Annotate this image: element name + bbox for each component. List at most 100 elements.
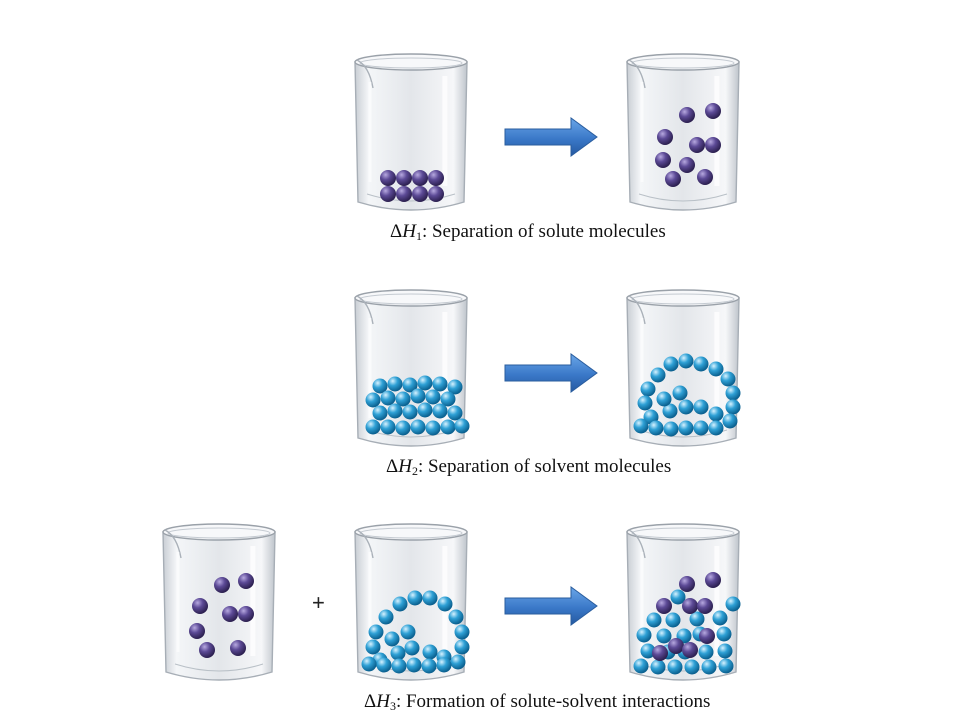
solvent-sphere-icon [648,420,664,436]
solvent-sphere-icon [717,643,733,659]
solute-sphere-icon [222,606,238,622]
particles-layer [189,103,741,675]
solute-sphere-icon [705,137,721,153]
solvent-sphere-icon [365,639,381,655]
solvent-sphere-icon [636,627,652,643]
step-subscript: 2 [411,464,418,478]
solute-sphere-icon [679,107,695,123]
arrows-layer [504,117,598,626]
delta-symbol: Δ [386,456,399,477]
beaker-icon [162,523,276,681]
solute-sphere-icon [652,645,668,661]
solvent-sphere-icon [417,402,433,418]
solute-sphere-icon [192,598,208,614]
solvent-sphere-icon [650,659,666,675]
beaker-icon [354,53,468,211]
solute-sphere-icon [655,152,671,168]
solvent-sphere-icon [693,399,709,415]
solvent-sphere-icon [368,624,384,640]
solvent-sphere-icon [672,385,688,401]
step-subscript: 1 [415,229,422,243]
solvent-sphere-icon [450,654,466,670]
solvent-sphere-icon [678,353,694,369]
solute-sphere-icon [705,572,721,588]
solvent-sphere-icon [372,405,388,421]
solvent-sphere-icon [390,645,406,661]
solvent-sphere-icon [667,659,683,675]
solvent-sphere-icon [410,419,426,435]
solvent-sphere-icon [406,657,422,673]
solvent-sphere-icon [365,392,381,408]
solvent-sphere-icon [391,658,407,674]
solvent-sphere-icon [425,420,441,436]
step-subscript: 3 [389,699,396,713]
solvent-sphere-icon [378,609,394,625]
solvent-sphere-icon [640,381,656,397]
enthalpy-variable: H [402,221,416,242]
solute-sphere-icon [199,642,215,658]
solute-sphere-icon [238,606,254,622]
solvent-sphere-icon [422,644,438,660]
solvent-sphere-icon [380,390,396,406]
solute-sphere-icon [412,170,428,186]
solvent-sphere-icon [725,399,741,415]
solute-sphere-icon [396,186,412,202]
solvent-sphere-icon [725,385,741,401]
solvent-sphere-icon [454,624,470,640]
solvent-sphere-icon [387,376,403,392]
solute-sphere-icon [697,169,713,185]
solute-sphere-icon [428,170,444,186]
caption-step-3: ΔH3: Formation of solute-solvent interac… [364,691,710,713]
solvent-sphere-icon [422,590,438,606]
solvent-sphere-icon [436,657,452,673]
solvent-sphere-icon [440,391,456,407]
solvent-sphere-icon [448,609,464,625]
solute-sphere-icon [682,642,698,658]
caption-step-1: ΔH1: Separation of solute molecules [390,221,666,243]
solvent-sphere-icon [447,405,463,421]
solvent-sphere-icon [701,659,717,675]
solvent-sphere-icon [387,403,403,419]
solute-sphere-icon [699,628,715,644]
solvent-sphere-icon [708,361,724,377]
solvent-sphere-icon [693,420,709,436]
solvent-sphere-icon [698,644,714,660]
solute-sphere-icon [230,640,246,656]
solvent-sphere-icon [447,379,463,395]
solvent-sphere-icon [402,404,418,420]
solvent-sphere-icon [410,388,426,404]
solute-sphere-icon [697,598,713,614]
solvent-sphere-icon [395,420,411,436]
solvent-sphere-icon [402,377,418,393]
enthalpy-variable: H [376,691,390,712]
beaker-icon [626,53,740,211]
solvent-sphere-icon [650,367,666,383]
solvent-sphere-icon [372,378,388,394]
solute-sphere-icon [668,638,684,654]
solute-sphere-icon [689,137,705,153]
solvent-sphere-icon [722,413,738,429]
solvent-sphere-icon [432,403,448,419]
solvent-sphere-icon [633,658,649,674]
solvent-sphere-icon [663,356,679,372]
solvent-sphere-icon [684,659,700,675]
solvent-sphere-icon [689,611,705,627]
caption-text: : Separation of solvent molecules [417,456,672,477]
solute-sphere-icon [679,157,695,173]
solvent-sphere-icon [400,624,416,640]
solvent-sphere-icon [708,406,724,422]
solute-sphere-icon [656,598,672,614]
solvent-sphere-icon [640,643,656,659]
solute-sphere-icon [189,623,205,639]
solvent-sphere-icon [440,419,456,435]
solvent-sphere-icon [662,403,678,419]
solvent-sphere-icon [454,639,470,655]
delta-symbol: Δ [364,691,377,712]
solvent-sphere-icon [437,596,453,612]
solute-sphere-icon [412,186,428,202]
solute-sphere-icon [705,103,721,119]
solvent-sphere-icon [693,356,709,372]
solvent-sphere-icon [665,612,681,628]
solvent-sphere-icon [656,628,672,644]
